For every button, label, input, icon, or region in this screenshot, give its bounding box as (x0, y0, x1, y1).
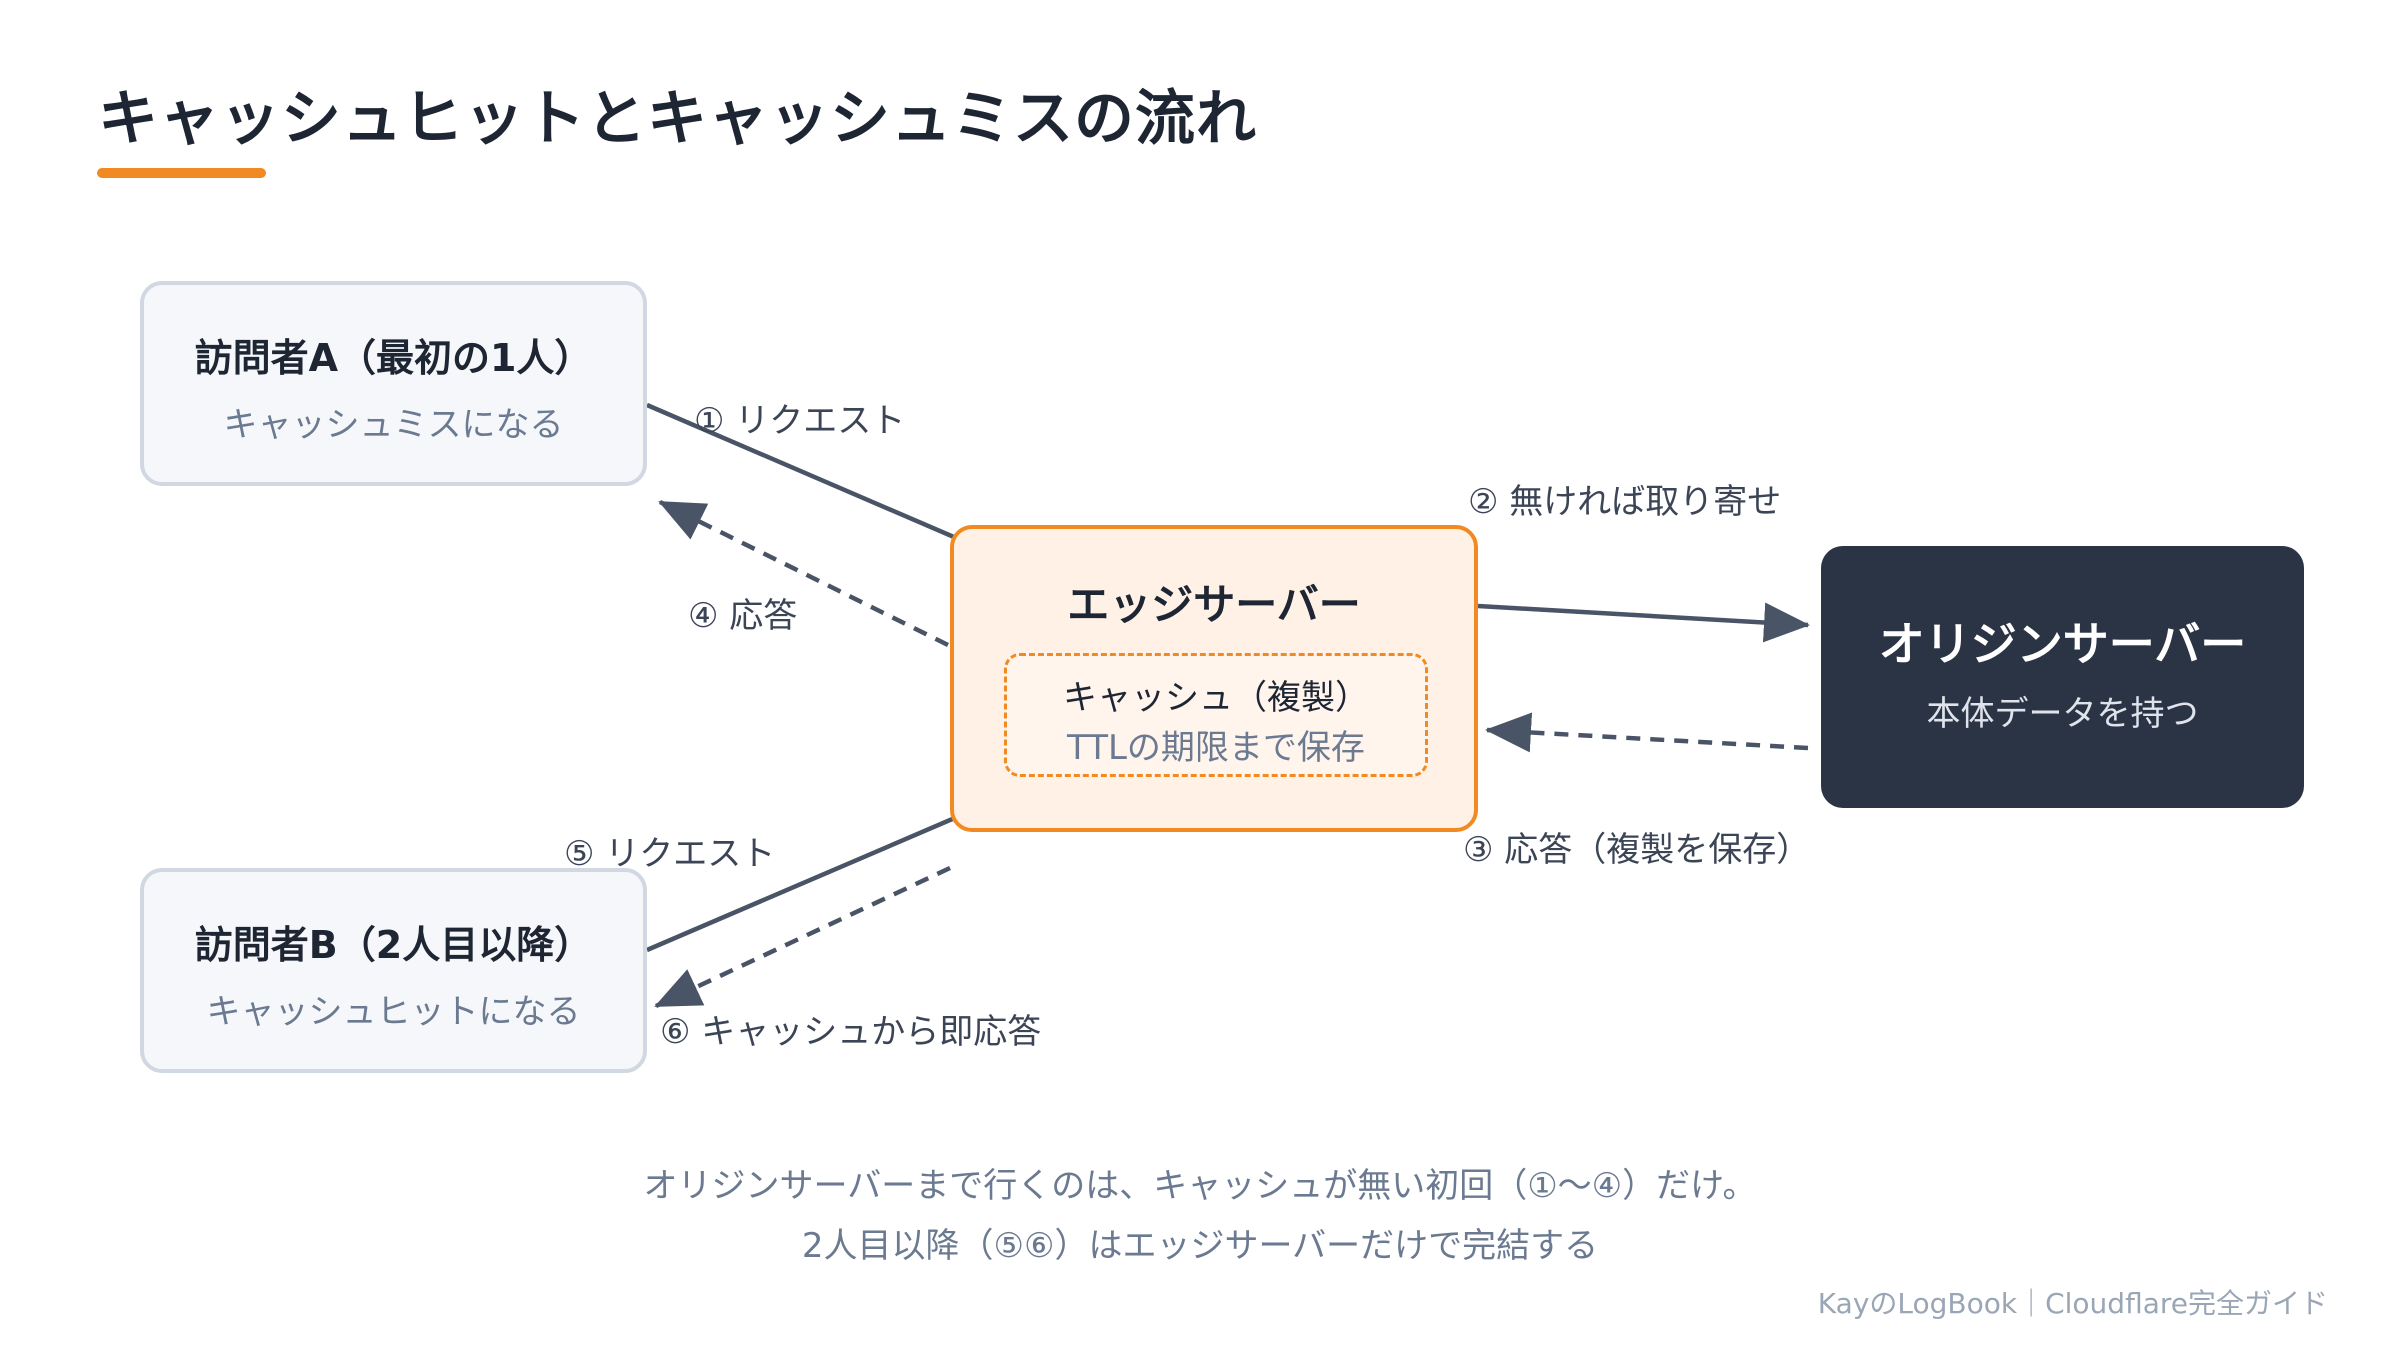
visitor-a-box: 訪問者A（最初の1人） キャッシュミスになる (140, 281, 647, 486)
visitor-b-box: 訪問者B（2人目以降） キャッシュヒットになる (140, 868, 647, 1073)
arrow-step1 (646, 402, 1014, 565)
arrow-step4 (658, 499, 950, 648)
arrow-step6 (654, 865, 951, 1009)
title-underline (97, 168, 266, 178)
label-step2: ② 無ければ取り寄せ (1468, 482, 1782, 522)
label-step5: ⑤ リクエスト (564, 834, 776, 874)
arrow-step3 (1485, 712, 1809, 753)
cache-box: キャッシュ（複製） TTLの期限まで保存 (1004, 653, 1428, 777)
label-step1: ① リクエスト (694, 401, 906, 441)
origin-server-name: オリジンサーバー (1878, 617, 2247, 671)
page-title: キャッシュヒットとキャッシュミスの流れ (98, 84, 1257, 154)
visitor-a-name: 訪問者A（最初の1人） (194, 336, 593, 380)
visitor-b-sub: キャッシュヒットになる (206, 992, 581, 1032)
visitor-b-name: 訪問者B（2人目以降） (194, 923, 593, 967)
origin-server-box: オリジンサーバー 本体データを持つ (1821, 546, 2304, 808)
label-step4: ④ 応答 (688, 596, 798, 636)
footer-credit: KayのLogBook｜Cloudflare完全ガイド (1817, 1287, 2328, 1320)
arrow-step2 (1477, 602, 1810, 643)
cache-sub: TTLの期限まで保存 (1067, 728, 1365, 768)
visitor-a-sub: キャッシュミスになる (223, 405, 564, 445)
cache-title: キャッシュ（複製） (1063, 678, 1369, 718)
label-step3: ③ 応答（複製を保存） (1463, 830, 1811, 870)
edge-server-name: エッジサーバー (1067, 580, 1361, 629)
origin-server-sub: 本体データを持つ (1926, 694, 2199, 734)
label-step6: ⑥ キャッシュから即応答 (660, 1012, 1042, 1052)
note-line-1: オリジンサーバーまで行くのは、キャッシュが無い初回（①〜④）だけ。 (643, 1166, 1757, 1206)
note-line-2: 2人目以降（⑤⑥）はエッジサーバーだけで完結する (801, 1226, 1599, 1266)
edge-server-box: エッジサーバー キャッシュ（複製） TTLの期限まで保存 (950, 525, 1478, 832)
